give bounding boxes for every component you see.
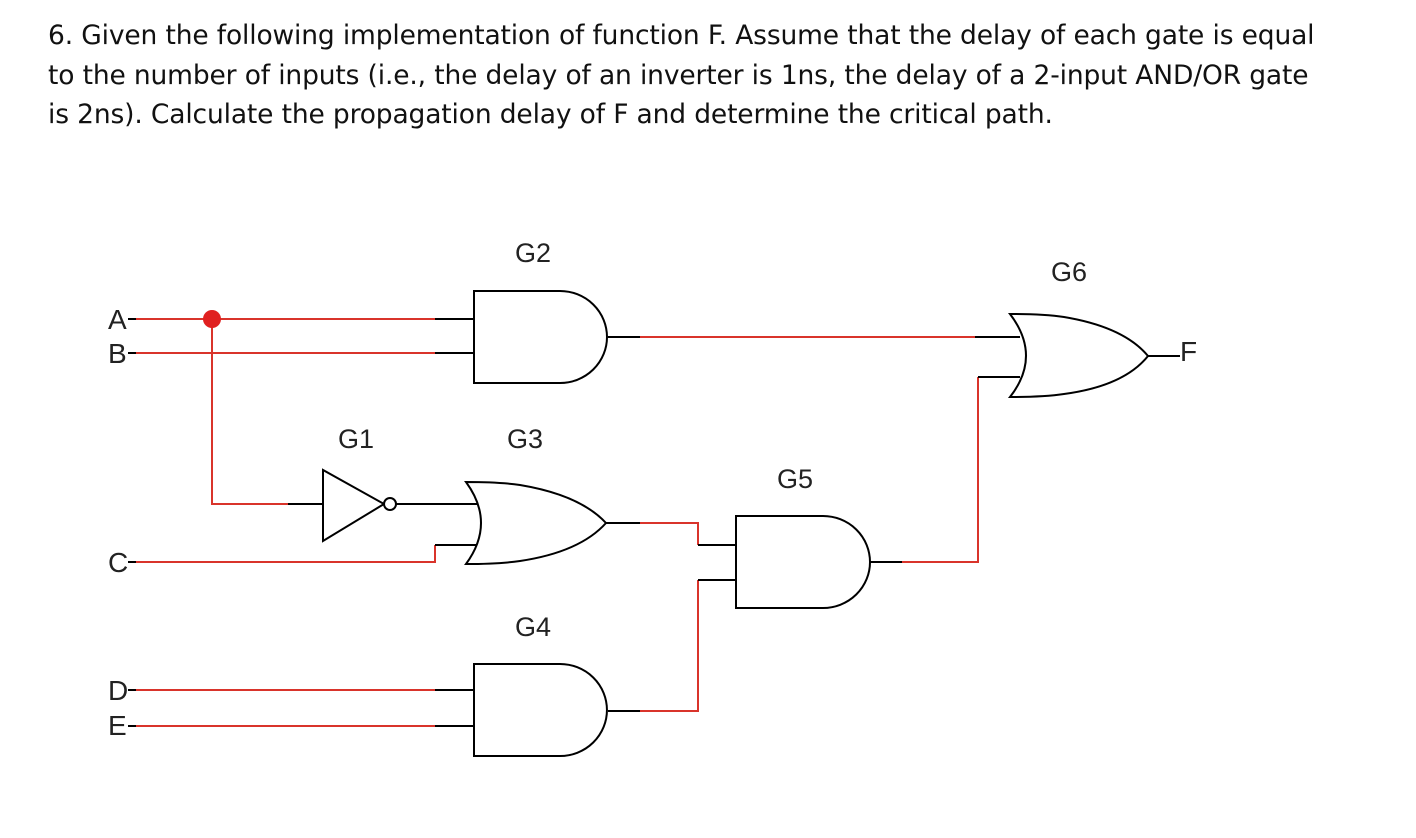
g6-or-body [1007,312,1150,399]
input-label-c: C [108,547,128,578]
junction-dot [203,310,221,328]
gate-label-g4: G4 [515,612,551,642]
g4-and-body [473,663,608,757]
question-line-3: is 2ns). Calculate the propagation delay… [48,99,1053,130]
gate-g4: G4 [473,612,608,757]
wire-a-g1 [211,319,288,505]
input-label-b: B [108,338,127,369]
wire-g4-g5 [640,580,699,712]
gate-g5: G5 [735,464,871,609]
g1-not-bubble [383,497,397,511]
output-label-f: F [1180,336,1197,367]
wire-g3-g5 [640,522,699,545]
gate-g3: G3 [464,424,608,566]
g3-or-body [464,480,608,566]
g1-not-body [322,468,386,543]
question-line-2: to the number of inputs (i.e., the delay… [48,59,1309,91]
input-label-d: D [108,675,128,706]
question-line-1: 6. Given the following implementation of… [48,20,1315,51]
wire-c-g3 [136,545,436,563]
gate-label-g6: G6 [1051,257,1087,287]
gate-g6: G6 [1007,257,1150,399]
gate-label-g5: G5 [777,464,813,494]
gate-label-g2: G2 [515,238,551,268]
input-label-e: E [108,710,127,741]
input-label-a: A [108,304,127,335]
gate-leads [288,318,1180,727]
gate-g1: G1 [322,424,397,543]
g2-and-body [473,290,608,384]
gate-label-g3: G3 [507,424,543,454]
question-text: 6. Given the following implementation of… [48,16,1378,135]
gate-label-g1: G1 [338,424,374,454]
wires [136,318,979,727]
input-pins [128,318,136,727]
gate-g2: G2 [473,238,608,384]
g5-and-body [735,515,871,609]
wire-g5-g6 [902,377,979,563]
